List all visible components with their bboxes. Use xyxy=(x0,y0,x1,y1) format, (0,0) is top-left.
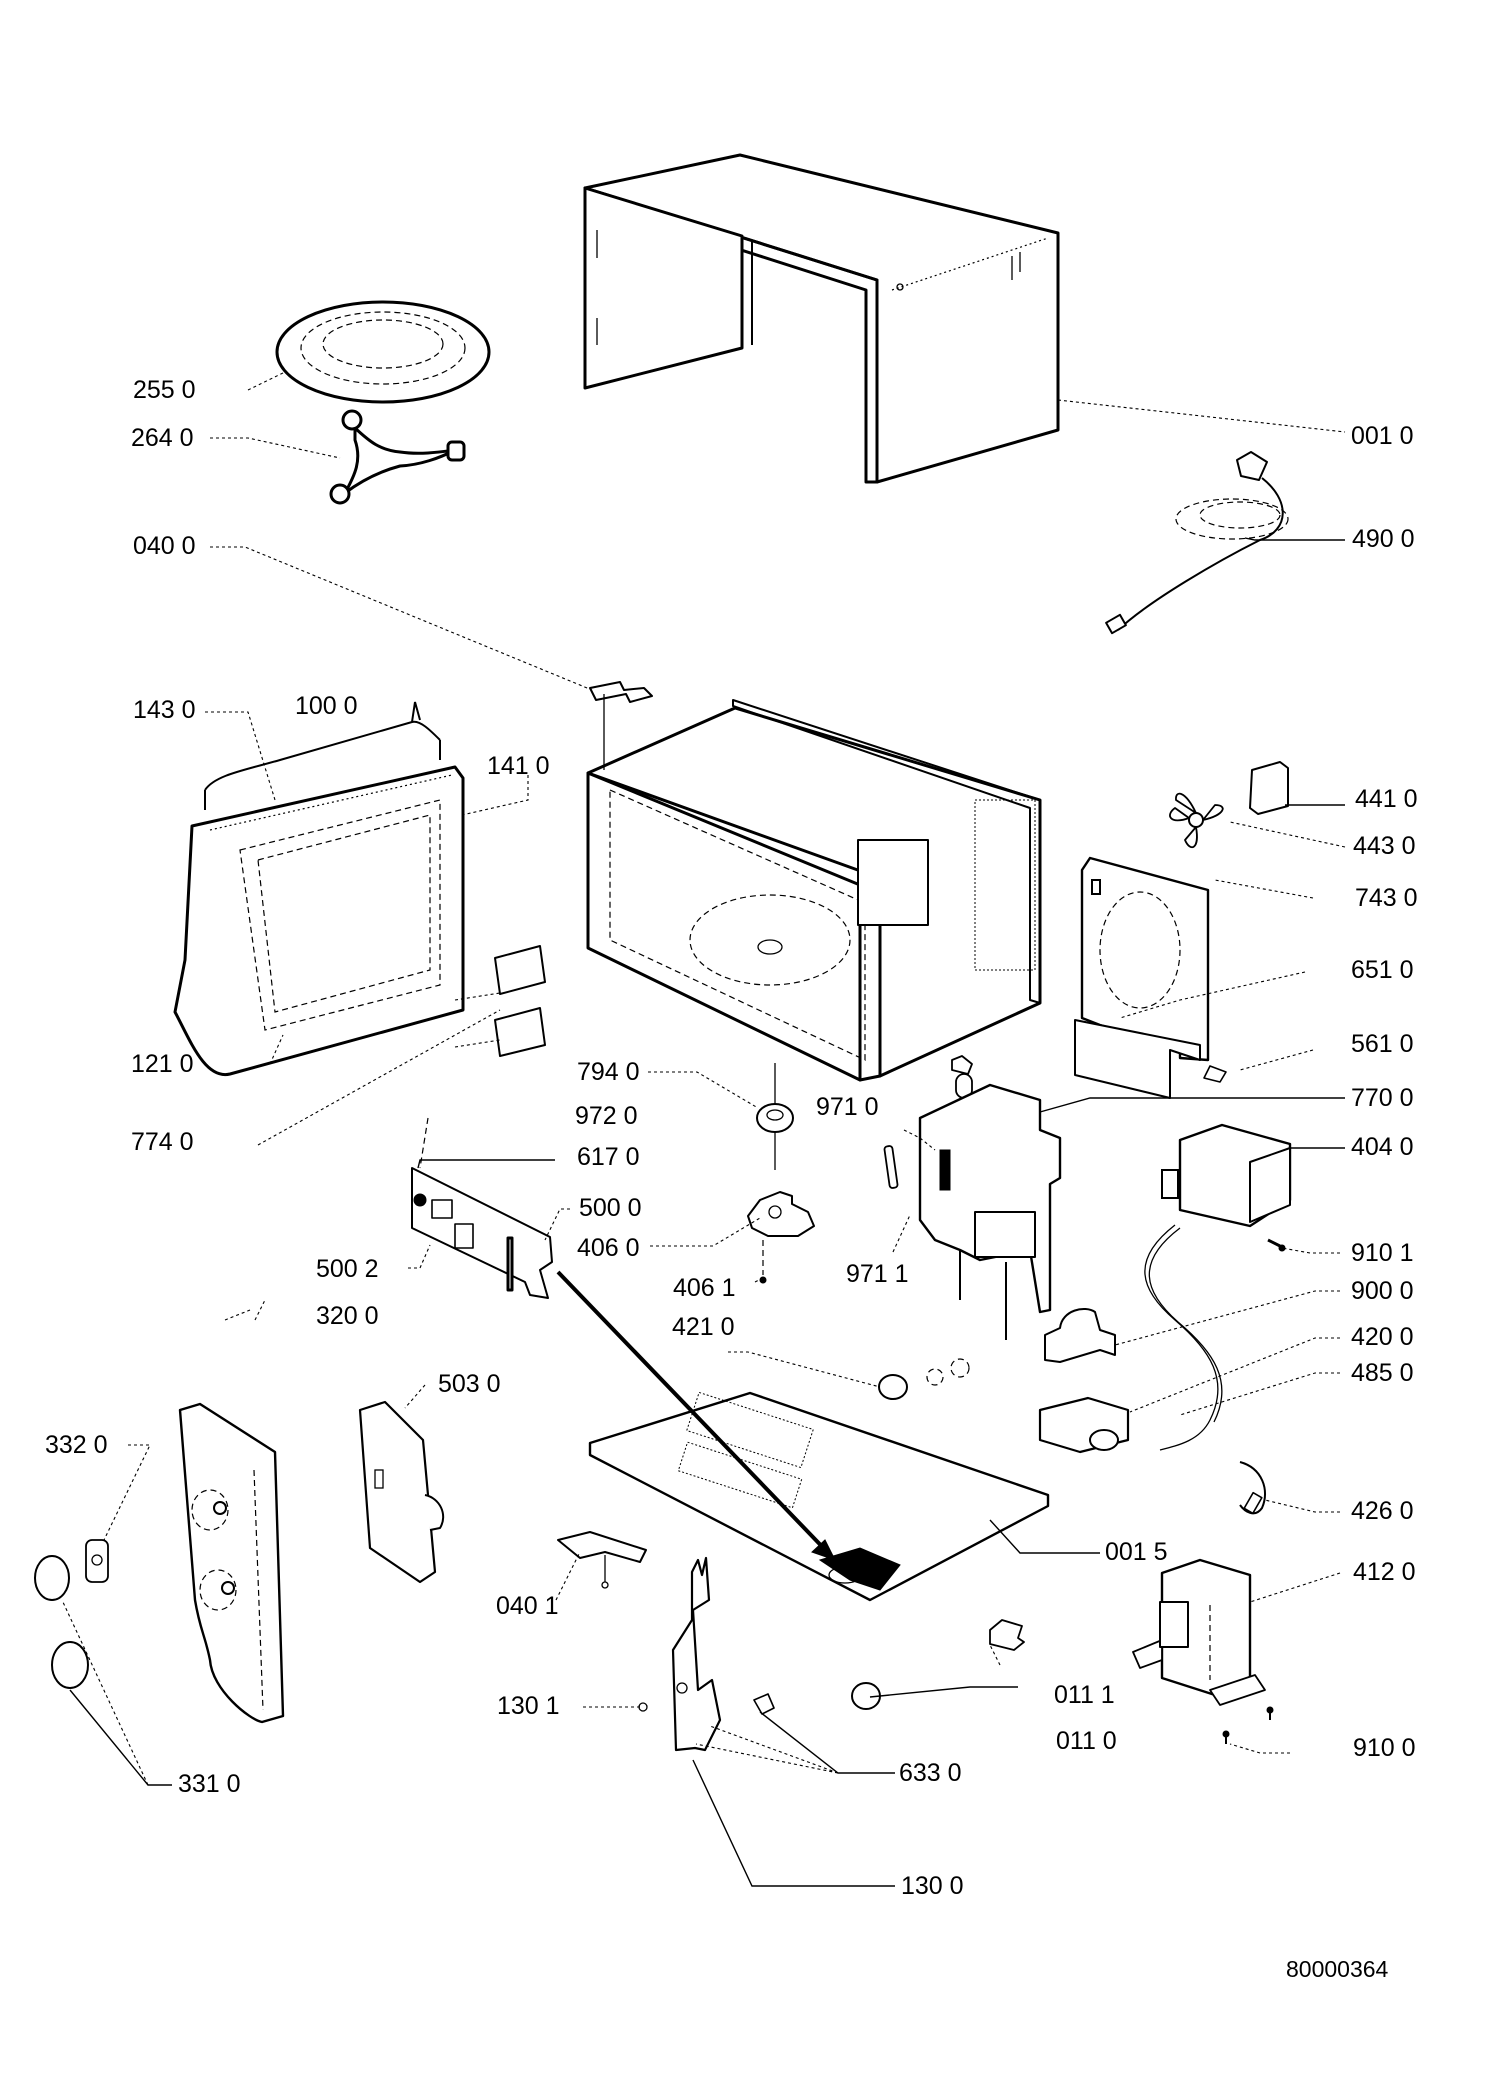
switch-screw[interactable] xyxy=(638,1702,648,1712)
outer-casing-cover[interactable] xyxy=(583,153,1060,484)
foot[interactable] xyxy=(878,1358,970,1400)
timer[interactable] xyxy=(358,1400,445,1584)
document-number: 80000364 xyxy=(1286,1956,1389,1982)
callout-9720: 972 0 xyxy=(575,1102,638,1130)
callout-9101: 910 1 xyxy=(1351,1239,1414,1267)
turntable-motor[interactable] xyxy=(747,1191,815,1284)
top-bracket[interactable] xyxy=(589,681,653,770)
fuse[interactable] xyxy=(883,1145,899,1189)
wiring-harness[interactable] xyxy=(1144,1224,1223,1451)
control-panel-frame[interactable] xyxy=(178,1402,285,1724)
callout-6510: 651 0 xyxy=(1351,956,1414,984)
callout-6330: 633 0 xyxy=(899,1759,962,1787)
knob-spring[interactable] xyxy=(85,1539,109,1583)
callout-4850: 485 0 xyxy=(1351,1359,1414,1387)
callout-labels: 255 0 264 0 040 0 001 0 490 0 143 0 100 … xyxy=(45,376,1418,1982)
leader-lines xyxy=(61,371,1346,1887)
callout-9100: 910 0 xyxy=(1353,1734,1416,1762)
callout-4060: 406 0 xyxy=(577,1234,640,1262)
callout-4061: 406 1 xyxy=(673,1274,736,1302)
callout-5000: 500 0 xyxy=(579,1194,642,1222)
hv-capacitor[interactable] xyxy=(1038,1396,1130,1454)
coupler[interactable] xyxy=(756,1063,794,1170)
callout-3200: 320 0 xyxy=(316,1302,379,1330)
callout-7430: 743 0 xyxy=(1355,884,1418,912)
screw[interactable] xyxy=(1267,1238,1286,1252)
capacitor-bracket[interactable] xyxy=(1044,1308,1116,1363)
callout-0400: 040 0 xyxy=(133,532,196,560)
callout-1301: 130 1 xyxy=(497,1692,560,1720)
fan-duct[interactable] xyxy=(1074,856,1210,1099)
mica-waveguide-cover[interactable] xyxy=(494,945,546,1057)
screw[interactable] xyxy=(1222,1706,1274,1744)
fan-blade[interactable] xyxy=(1169,792,1224,849)
magnetron-mount[interactable] xyxy=(918,1083,1062,1340)
callout-4040: 404 0 xyxy=(1351,1133,1414,1161)
callout-4430: 443 0 xyxy=(1353,832,1416,860)
oven-cavity[interactable] xyxy=(586,699,1042,1082)
callout-5030: 503 0 xyxy=(438,1370,501,1398)
callout-1210: 121 0 xyxy=(131,1050,194,1078)
callout-0015: 001 5 xyxy=(1105,1538,1168,1566)
power-cord[interactable] xyxy=(1105,451,1289,635)
callout-9711: 971 1 xyxy=(846,1260,909,1288)
callout-1410: 141 0 xyxy=(487,752,550,780)
callout-2550: 255 0 xyxy=(133,376,196,404)
callout-3310: 331 0 xyxy=(178,1770,241,1798)
lamp-holder[interactable] xyxy=(1203,1065,1227,1083)
callout-1000: 100 0 xyxy=(295,692,358,720)
callout-5002: 500 2 xyxy=(316,1255,379,1283)
callout-4900: 490 0 xyxy=(1352,525,1415,553)
callout-0110: 011 0 xyxy=(1056,1727,1117,1755)
control-board[interactable] xyxy=(411,1167,553,1299)
hinge-bracket[interactable] xyxy=(989,1619,1025,1651)
callout-7700: 770 0 xyxy=(1351,1084,1414,1112)
callout-6170: 617 0 xyxy=(577,1143,640,1171)
callout-9710: 971 0 xyxy=(816,1093,879,1121)
callout-1300: 130 0 xyxy=(901,1872,964,1900)
callout-1430: 143 0 xyxy=(133,696,196,724)
callout-4410: 441 0 xyxy=(1355,785,1418,813)
callout-7740: 774 0 xyxy=(131,1128,194,1156)
callout-0010: 001 0 xyxy=(1351,422,1414,450)
callout-9000: 900 0 xyxy=(1351,1277,1414,1305)
hv-transformer[interactable] xyxy=(1132,1558,1266,1706)
glass-turntable-plate[interactable] xyxy=(275,300,491,404)
callout-0111: 011 1 xyxy=(1054,1681,1115,1709)
magnetron[interactable] xyxy=(1161,1123,1292,1228)
thermal-cutout[interactable] xyxy=(1249,761,1289,815)
callout-4120: 412 0 xyxy=(1353,1558,1416,1586)
callout-4260: 426 0 xyxy=(1351,1497,1414,1525)
knob[interactable] xyxy=(34,1555,89,1689)
callout-5610: 561 0 xyxy=(1351,1030,1414,1058)
turntable-roller-support[interactable] xyxy=(329,409,466,505)
hv-diode[interactable] xyxy=(1239,1461,1266,1515)
lamp[interactable] xyxy=(951,1055,973,1099)
callout-4210: 421 0 xyxy=(672,1313,735,1341)
switch-support[interactable] xyxy=(671,1556,722,1752)
door-assembly[interactable] xyxy=(173,701,465,1077)
callout-2640: 264 0 xyxy=(131,424,194,452)
callout-0401: 040 1 xyxy=(496,1592,559,1620)
callout-3320: 332 0 xyxy=(45,1431,108,1459)
base-plate[interactable] xyxy=(588,1391,1050,1602)
callout-7940: 794 0 xyxy=(577,1058,640,1086)
bracket[interactable] xyxy=(557,1531,647,1589)
microswitch[interactable] xyxy=(753,1693,775,1715)
callout-4200: 420 0 xyxy=(1351,1323,1414,1351)
